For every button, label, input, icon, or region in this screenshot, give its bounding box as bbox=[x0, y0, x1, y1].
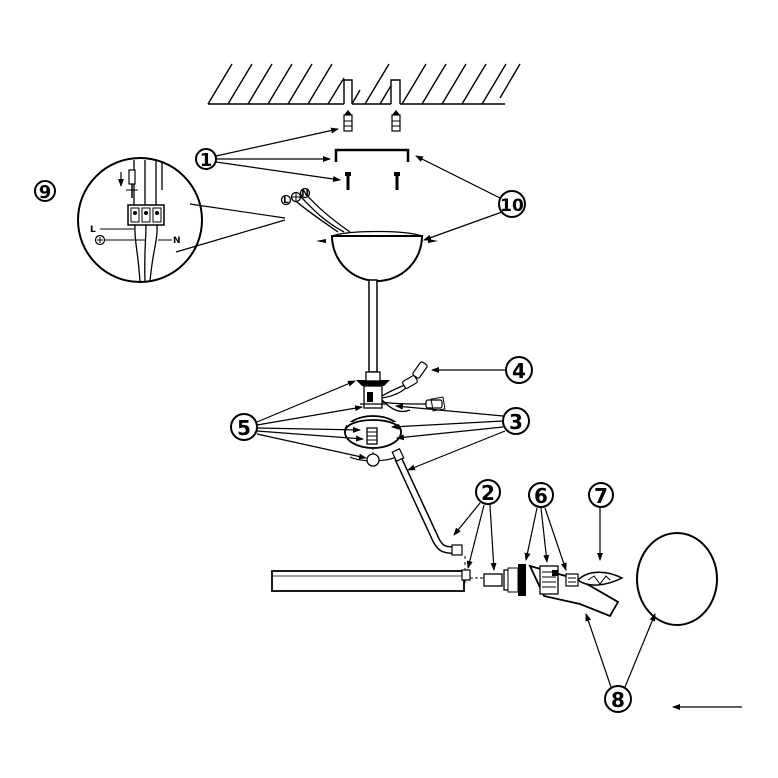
callout-4: 4 bbox=[431, 356, 533, 384]
lower-hub bbox=[344, 415, 402, 467]
callout-6: 6 bbox=[524, 482, 567, 571]
shade-holder bbox=[528, 564, 620, 618]
horizontal-tube bbox=[271, 556, 471, 592]
callout-1-label: 1 bbox=[200, 150, 213, 171]
screw bbox=[345, 172, 351, 190]
callout-10-label: 10 bbox=[500, 196, 524, 216]
neutral-terminal-label: N bbox=[301, 189, 309, 199]
lampholder bbox=[470, 564, 526, 596]
supply-wires: L N bbox=[280, 187, 351, 233]
inset-neutral-label: N bbox=[173, 236, 181, 246]
wall-plug bbox=[343, 110, 353, 132]
callout-5: 5 bbox=[230, 380, 367, 460]
callout-8: 8 bbox=[585, 613, 656, 713]
canopy bbox=[316, 230, 438, 282]
callout-3-label: 3 bbox=[509, 410, 523, 434]
suspension-rod bbox=[368, 279, 378, 373]
callout-7-label: 7 bbox=[594, 484, 608, 508]
hub-nut bbox=[356, 371, 390, 409]
mounting-bracket bbox=[334, 148, 410, 162]
callout-5-label: 5 bbox=[237, 416, 251, 440]
neutral-terminal-icon bbox=[299, 187, 311, 199]
callout-10: 10 bbox=[415, 155, 526, 241]
ceiling bbox=[207, 63, 521, 105]
inset-live-label: L bbox=[90, 225, 96, 235]
callout-1: 1 bbox=[195, 127, 341, 182]
glass-globe bbox=[636, 532, 718, 626]
wire-connectors bbox=[381, 361, 446, 413]
lamp-arm bbox=[391, 447, 463, 556]
callout-2-label: 2 bbox=[481, 481, 495, 505]
screwdriver-icon bbox=[128, 169, 136, 185]
screw bbox=[394, 172, 400, 190]
wiring-detail-inset: L N bbox=[77, 157, 286, 283]
callout-6-label: 6 bbox=[534, 484, 548, 508]
live-terminal-icon bbox=[280, 194, 292, 206]
bulb bbox=[565, 571, 624, 587]
live-terminal-label: L bbox=[283, 196, 289, 206]
wall-plug bbox=[391, 110, 401, 132]
callout-2: 2 bbox=[453, 479, 501, 571]
callout-9-label: 9 bbox=[39, 182, 52, 203]
callout-8-label: 8 bbox=[611, 688, 625, 712]
callout-7: 7 bbox=[588, 482, 614, 561]
callout-9: 9 bbox=[34, 180, 56, 203]
callout-4-label: 4 bbox=[512, 359, 526, 383]
callout-3: 3 bbox=[391, 403, 530, 471]
